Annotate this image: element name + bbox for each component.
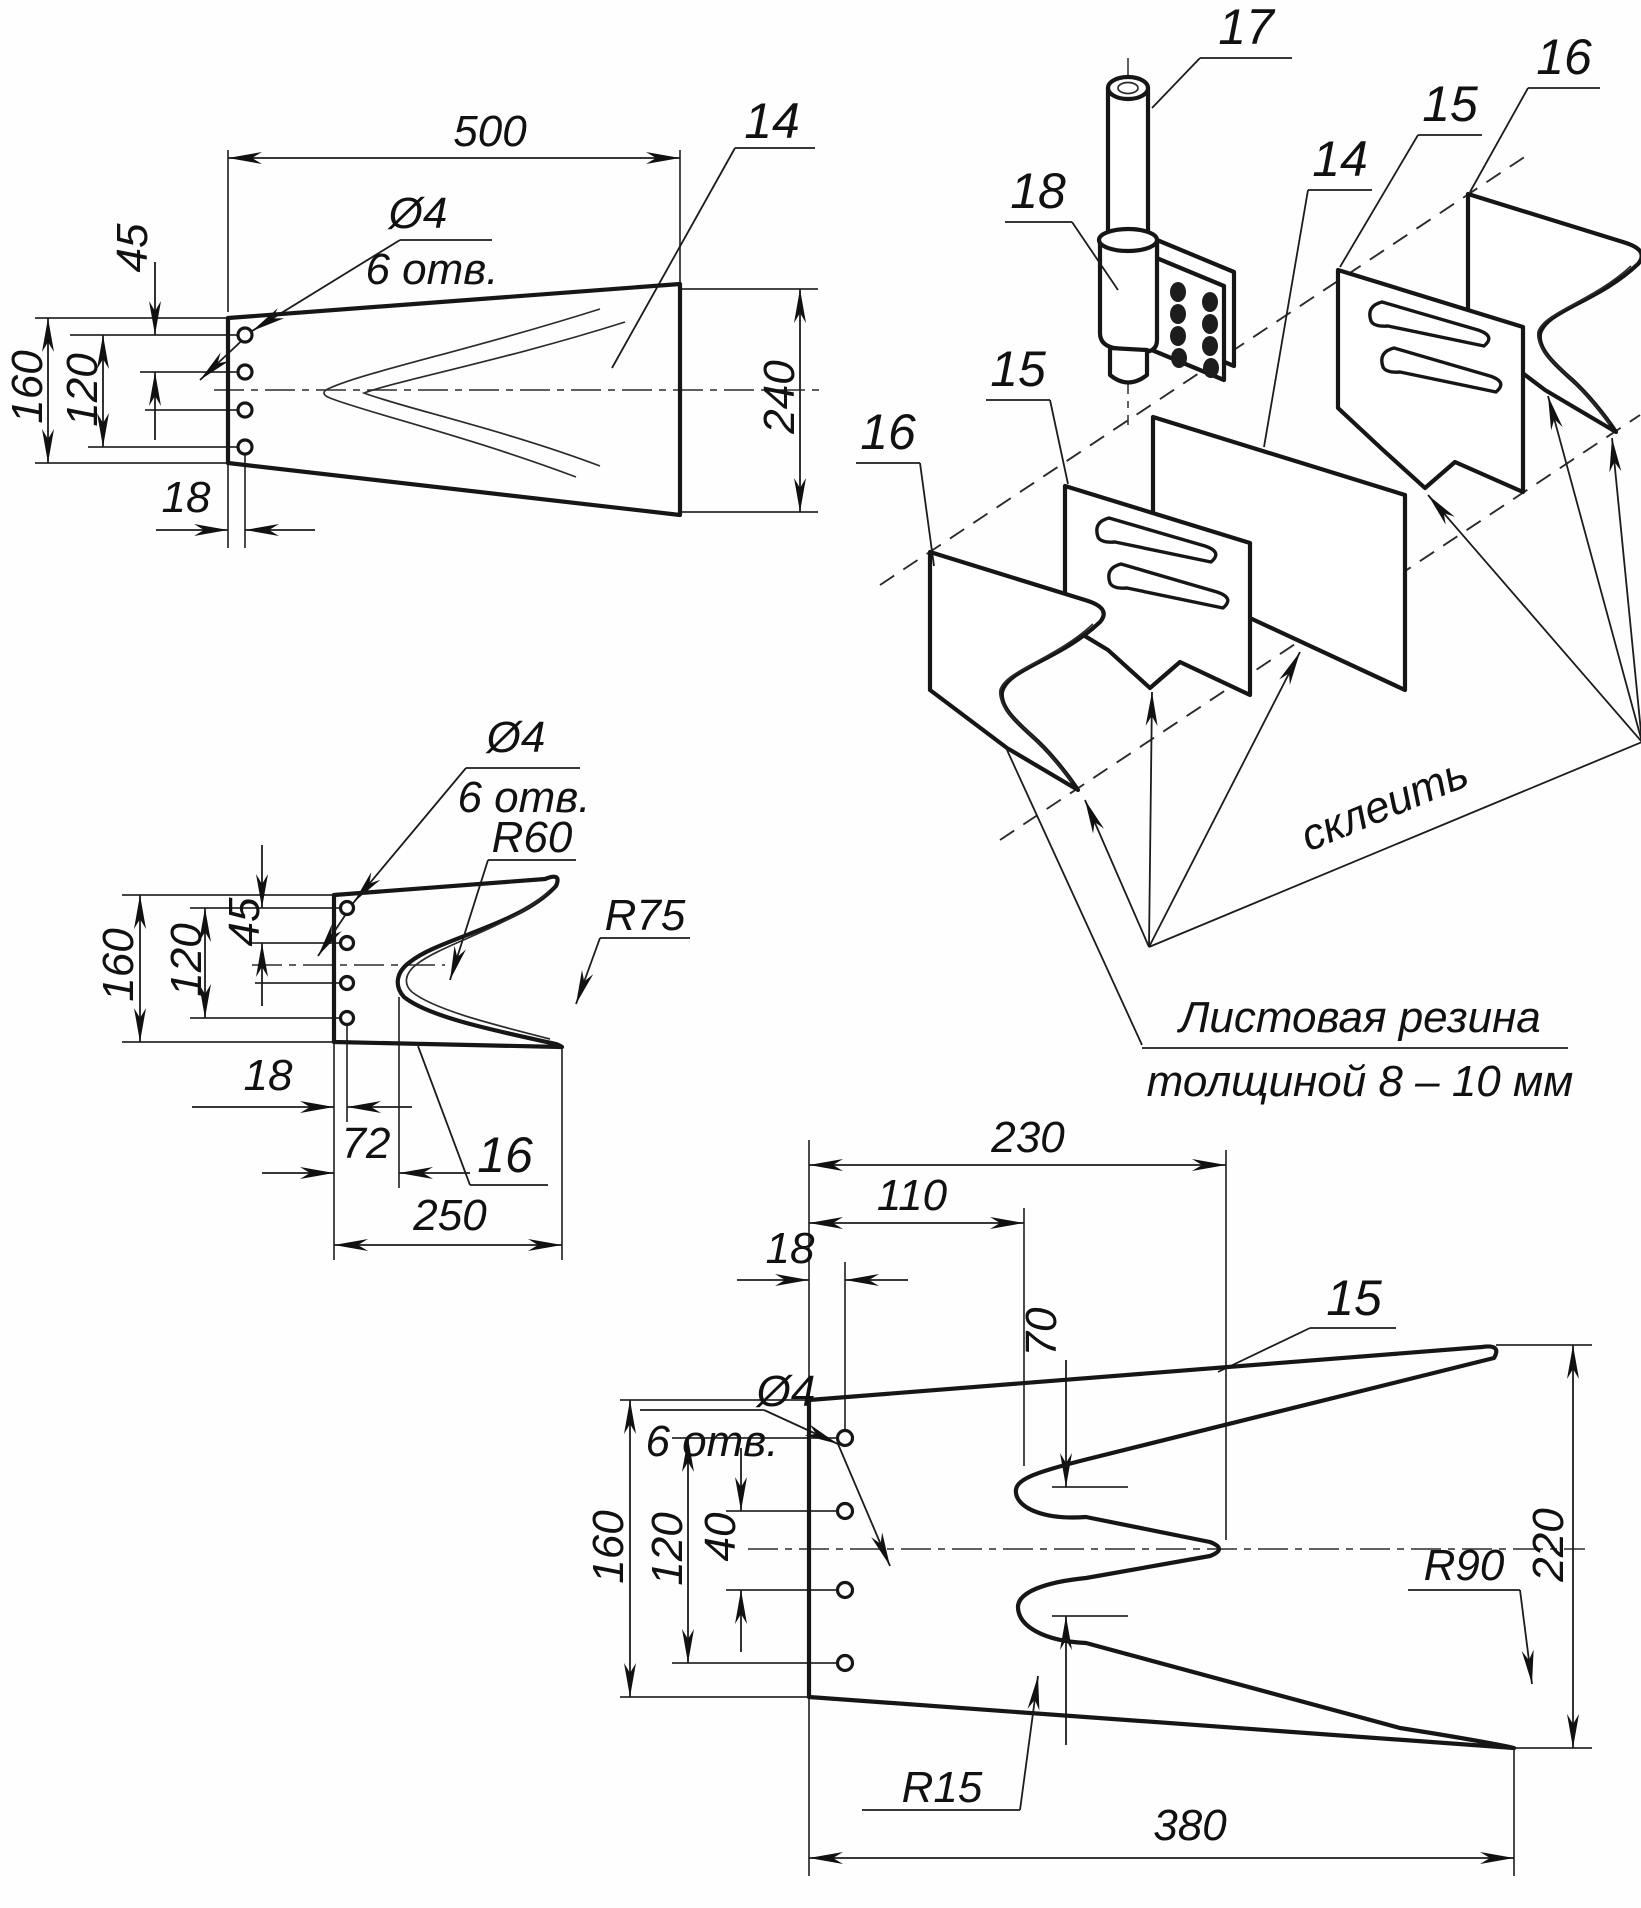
assembly-label-16-left: 16 xyxy=(860,404,916,460)
part14-label: 14 xyxy=(744,93,800,149)
part16-dim-hole-dia: Ø4 xyxy=(485,713,546,762)
part15-extension-lines xyxy=(620,1140,1592,1876)
part16-dim-hole-count: 6 отв. xyxy=(457,773,590,822)
part14-dim-240: 240 xyxy=(755,360,804,435)
assembly-label-15-right: 15 xyxy=(1422,76,1478,132)
plate-15-left xyxy=(1062,483,1253,698)
material-note-line1: Листовая резина xyxy=(1176,993,1541,1042)
assembly-label-18: 18 xyxy=(1010,163,1066,219)
tube-and-clamp xyxy=(1096,58,1237,425)
part15-holes xyxy=(835,1428,855,1673)
plate-16-left xyxy=(927,549,1106,793)
part15-dim-r15: R15 xyxy=(902,1763,983,1812)
part15-dim-hole-dia: Ø4 xyxy=(755,1367,816,1416)
part16-dim-r75: R75 xyxy=(605,891,686,940)
material-note-line2: толщиной 8 – 10 мм xyxy=(1147,1057,1574,1106)
part15-view: 230 110 18 Ø4 6 отв. 70 160 120 40 220 R… xyxy=(584,1113,1592,1876)
part16-dim-r60: R60 xyxy=(492,813,573,862)
part15-dimensions xyxy=(624,1159,1579,1864)
assembly-dashed-line-top xyxy=(879,151,1533,586)
part16-holes xyxy=(338,899,356,1027)
part15-dim-230: 230 xyxy=(990,1113,1065,1162)
part16-dim-72: 72 xyxy=(342,1119,391,1168)
part14-dimensions xyxy=(42,147,815,536)
glue-arrows xyxy=(1084,395,1641,948)
part15-dim-220: 220 xyxy=(1524,1508,1573,1583)
assembly-label-17: 17 xyxy=(1218,0,1276,55)
part14-dim-45: 45 xyxy=(108,223,157,272)
assembly-label-14: 14 xyxy=(1312,131,1368,187)
assembly-label-leaders xyxy=(856,57,1600,1046)
part15-dim-120: 120 xyxy=(643,1512,692,1586)
assembly-label-15-left: 15 xyxy=(990,341,1046,397)
part16-view: Ø4 6 отв. R60 R75 160 120 45 18 72 250 1… xyxy=(94,713,690,1260)
part15-dim-r90: R90 xyxy=(1424,1541,1505,1590)
part15-dim-70: 70 xyxy=(1017,1307,1066,1356)
part16-dim-120: 120 xyxy=(162,923,211,997)
part16-dim-160: 160 xyxy=(94,928,143,1002)
part15-outline xyxy=(806,1344,1517,1751)
part15-dim-hole-count: 6 отв. xyxy=(645,1417,778,1466)
part14-dim-hole-dia: Ø4 xyxy=(387,189,448,238)
part16-dimensions xyxy=(134,767,690,1251)
part14-notch-inner xyxy=(361,321,626,467)
assembly-label-16-right: 16 xyxy=(1536,29,1592,85)
part16-dim-18: 18 xyxy=(244,1051,293,1100)
plate-15-right xyxy=(1335,267,1526,495)
part14-outline xyxy=(225,281,683,518)
tube-17 xyxy=(1105,74,1151,236)
part15-dim-40: 40 xyxy=(696,1512,745,1561)
assembly-view: 17 18 16 15 14 15 16 склеить Листовая ре… xyxy=(856,0,1641,1106)
assembly-glue-note: склеить xyxy=(1294,748,1476,861)
part14-view: 500 Ø4 6 отв. 45 160 120 18 240 14 xyxy=(3,93,826,548)
plate-16-right xyxy=(1465,191,1641,435)
part14-notch-outer xyxy=(323,308,601,478)
clamp-holes xyxy=(1170,282,1219,378)
part16-edge-double-line xyxy=(405,890,551,1040)
part15-label: 15 xyxy=(1326,1270,1382,1326)
assembly-dashed-line-bottom xyxy=(999,414,1641,841)
part16-dim-45: 45 xyxy=(220,897,269,946)
part15-dim-380: 380 xyxy=(1153,1801,1227,1850)
part16-dim-250: 250 xyxy=(412,1191,487,1240)
clamp-18 xyxy=(1096,226,1237,385)
part15-dim-160: 160 xyxy=(584,1510,633,1584)
material-note: Листовая резина толщиной 8 – 10 мм xyxy=(1142,993,1573,1106)
part14-dim-120: 120 xyxy=(58,353,107,427)
part14-dim-160: 160 xyxy=(3,350,52,424)
part14-holes xyxy=(236,326,254,456)
part14-dim-hole-count: 6 отв. xyxy=(365,245,498,294)
part16-outline xyxy=(331,874,565,1050)
part14-dim-18: 18 xyxy=(162,473,211,522)
part14-dim-500: 500 xyxy=(453,107,527,156)
part15-dim-110: 110 xyxy=(877,1171,948,1220)
part16-label: 16 xyxy=(477,1127,533,1183)
part15-dim-18: 18 xyxy=(766,1224,815,1273)
